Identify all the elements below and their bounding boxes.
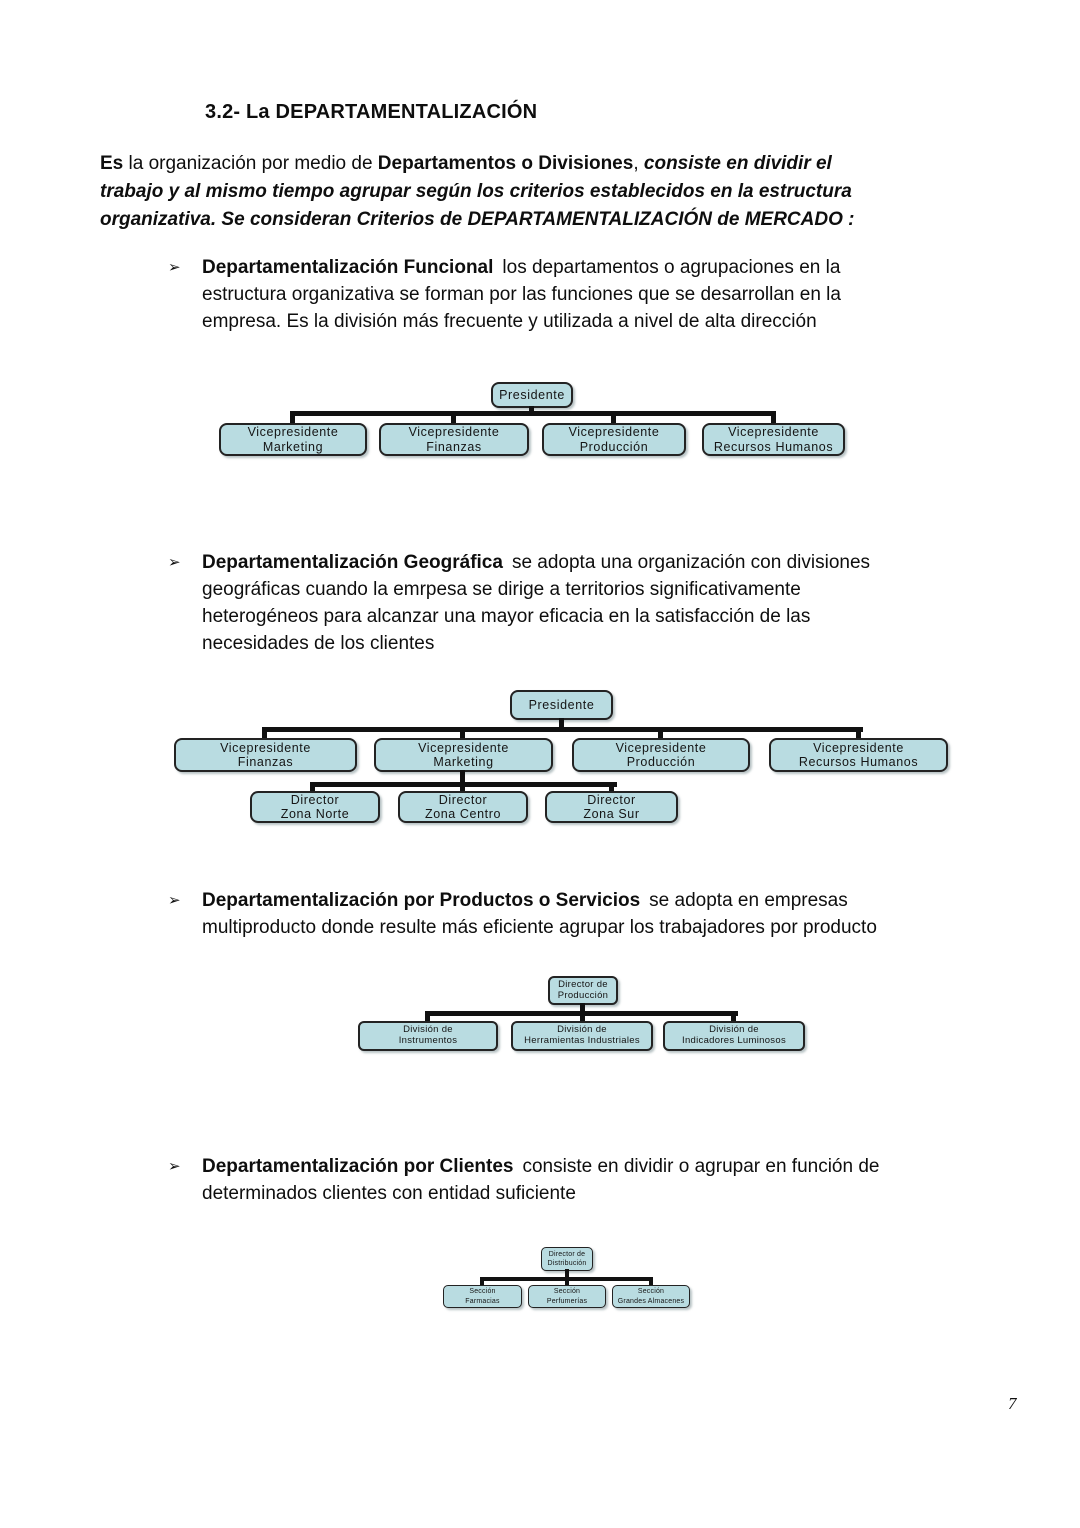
org-box-director-zona-norte: Director Zona Norte (250, 791, 380, 823)
connector-line (658, 727, 663, 740)
connector-line (580, 1003, 585, 1013)
bullet-description: se adopta una organización con divisione… (202, 552, 871, 654)
bullet-text: Departamentalización por Productos o Ser… (202, 887, 980, 941)
page-number: 7 (1008, 1394, 1017, 1413)
org-box-presidente: Presidente (491, 382, 573, 408)
org-box-seccion-perfumerias: Sección Perfumerías (528, 1285, 606, 1308)
connector-line (856, 727, 861, 740)
connector-line (559, 718, 564, 729)
org-box-vp-finanzas: Vicepresidente Finanzas (379, 423, 529, 456)
org-box-division-herramientas: División de Herramientas Industriales (511, 1021, 653, 1051)
bullet-arrow-icon: ➢ (168, 892, 181, 909)
connector-line (565, 1269, 569, 1279)
bullet-term: Departamentalización por Productos o Ser… (202, 890, 641, 911)
org-box-director-zona-sur: Director Zona Sur (545, 791, 678, 823)
org-box-seccion-farmacias: Sección Farmacias (443, 1285, 522, 1308)
connector-line (425, 1011, 430, 1022)
connector-line (290, 411, 295, 424)
org-box-vp-marketing: Vicepresidente Marketing (219, 423, 367, 456)
org-box-director-distribucion: Director de Distribución (541, 1247, 593, 1271)
connector-line (731, 1011, 736, 1022)
intro-comma: , (633, 153, 644, 174)
bullet-item-productos: ➢ Departamentalización por Productos o S… (168, 887, 980, 941)
connector-line (290, 411, 776, 416)
connector-line (580, 1011, 585, 1022)
org-box-presidente: Presidente (510, 690, 613, 720)
connector-line (649, 1277, 653, 1286)
bullet-description: se adopta en empresas multiproducto dond… (202, 890, 877, 938)
connector-line (310, 782, 315, 793)
connector-line (460, 770, 465, 784)
org-box-vp-recursos-humanos: Vicepresidente Recursos Humanos (769, 738, 948, 772)
connector-line (529, 406, 534, 413)
org-box-seccion-grandes-almacenes: Sección Grandes Almacenes (612, 1285, 690, 1308)
bullet-description: consiste en dividir o agrupar en función… (202, 1156, 880, 1204)
bullet-description: los departamentos o agrupaciones en la e… (202, 257, 841, 332)
connector-line (262, 727, 863, 732)
org-box-director-zona-centro: Director Zona Centro (398, 791, 528, 823)
bullet-arrow-icon: ➢ (168, 1158, 181, 1175)
intro-bold-italic-text: consiste en dividir el trabajo y al mism… (100, 153, 855, 230)
org-box-division-indicadores: División de Indicadores Luminosos (663, 1021, 805, 1051)
connector-line (460, 782, 465, 793)
intro-bold-lead: Es (100, 153, 124, 174)
org-box-vp-marketing: Vicepresidente Marketing (374, 738, 553, 772)
connector-line (771, 411, 776, 424)
connector-line (451, 411, 456, 424)
org-box-vp-produccion: Vicepresidente Producción (572, 738, 750, 772)
section-title: 3.2- La DEPARTAMENTALIZACIÓN (205, 101, 538, 123)
connector-line (609, 782, 614, 793)
intro-bold-term: Departamentos o Divisiones (377, 153, 634, 174)
connector-line (565, 1277, 569, 1286)
bullet-term: Departamentalización por Clientes (202, 1156, 514, 1177)
connector-line (262, 727, 267, 740)
connector-line (611, 411, 616, 424)
org-box-division-instrumentos: División de Instrumentos (358, 1021, 498, 1051)
bullet-term: Departamentalización Geográfica (202, 552, 503, 573)
intro-paragraph: Es la organización por medio de Departam… (100, 150, 1005, 234)
connector-line (480, 1277, 484, 1286)
org-box-director-produccion: Director de Producción (548, 976, 618, 1005)
bullet-term: Departamentalización Funcional (202, 257, 494, 278)
bullet-arrow-icon: ➢ (168, 259, 181, 276)
org-box-vp-finanzas: Vicepresidente Finanzas (174, 738, 357, 772)
intro-normal-text: la organización por medio de (123, 153, 378, 174)
connector-line (460, 727, 465, 740)
org-box-vp-recursos-humanos: Vicepresidente Recursos Humanos (702, 423, 845, 456)
org-box-vp-produccion: Vicepresidente Producción (542, 423, 686, 456)
bullet-arrow-icon: ➢ (168, 554, 181, 571)
